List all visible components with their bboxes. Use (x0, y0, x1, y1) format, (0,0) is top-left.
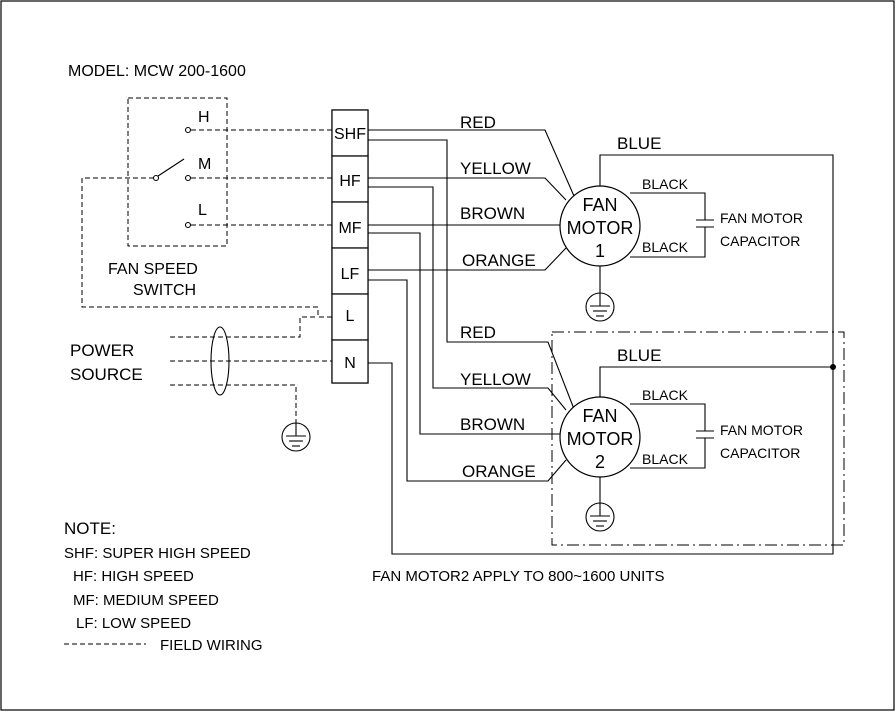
motor2-apply-note: FAN MOTOR2 APPLY TO 800~1600 UNITS (372, 568, 665, 585)
motor2-cap-label-line2: CAPACITOR (720, 445, 800, 461)
power-source-line2: SOURCE (70, 365, 143, 384)
terminal-block: SHF HF MF LF L N (331, 109, 369, 384)
motor1-wire-red: RED (460, 113, 496, 132)
motor2-wire-blue: BLUE (617, 346, 661, 365)
switch-contact-medium (184, 174, 192, 182)
terminal-l: L (346, 308, 355, 325)
motor1-wire-blue: BLUE (617, 134, 661, 153)
wire-junction (830, 364, 836, 370)
switch-title-line1: FAN SPEED (108, 261, 198, 278)
switch-blade (157, 158, 185, 177)
motor2-wire-brown: BROWN (460, 415, 525, 434)
switch-title-line2: SWITCH (133, 282, 196, 299)
ground-icon (585, 292, 615, 322)
switch-label-high: H (198, 109, 210, 126)
motor1-name-line2: MOTOR (567, 218, 634, 238)
fan-speed-switch: H M L (127, 97, 228, 247)
switch-label-low: L (198, 202, 207, 219)
switch-contact-high (184, 126, 192, 134)
terminal-n: N (344, 355, 356, 372)
note-item-lf: LF: LOW SPEED (76, 615, 191, 632)
switch-field-wiring (81, 129, 332, 318)
motor1-wiring (368, 129, 834, 545)
motor2-wire-orange: ORANGE (462, 462, 536, 481)
motor1-number: 1 (595, 241, 605, 261)
power-cable-bundle (210, 326, 230, 396)
note-item-mf: MF: MEDIUM SPEED (73, 592, 219, 609)
motor2-wire-red: RED (460, 323, 496, 342)
power-source-line1: POWER (70, 341, 134, 360)
motor1-cap-label-line1: FAN MOTOR (720, 210, 803, 226)
motor1-cap-wire-bottom: BLACK (642, 239, 689, 255)
terminal-lf: LF (341, 266, 360, 283)
motor2-optional-boundary (551, 331, 845, 546)
motor2-cap-wire-top: BLACK (642, 387, 689, 403)
terminal-mf: MF (338, 220, 361, 237)
motor1-name-line1: FAN (582, 195, 617, 215)
motor2-number: 2 (595, 452, 605, 472)
motor2-wire-yellow: YELLOW (460, 370, 531, 389)
terminal-shf: SHF (334, 126, 366, 143)
fan-motor-2: FAN MOTOR 2 (559, 396, 641, 478)
motor2-name-line1: FAN (582, 406, 617, 426)
ground-icon (585, 502, 615, 532)
motor1-wire-brown: BROWN (460, 204, 525, 223)
note-item-shf: SHF: SUPER HIGH SPEED (64, 545, 251, 562)
motor1-wire-orange: ORANGE (462, 251, 536, 270)
switch-label-medium: M (198, 156, 211, 173)
fan-motor-1: FAN MOTOR 1 (559, 185, 641, 267)
motor2-cap-label-line1: FAN MOTOR (720, 422, 803, 438)
motor2-name-line2: MOTOR (567, 429, 634, 449)
motor2-wiring (368, 139, 836, 555)
note-section: NOTE: SHF: SUPER HIGH SPEED HF: HIGH SPE… (64, 519, 263, 654)
field-wiring-legend-label: FIELD WIRING (160, 637, 263, 654)
motor1-cap-label-line2: CAPACITOR (720, 233, 800, 249)
note-item-hf: HF: HIGH SPEED (73, 568, 194, 585)
model-label: MODEL: MCW 200-1600 (68, 63, 246, 80)
motor1-cap-wire-top: BLACK (642, 176, 689, 192)
motor2-cap-wire-bottom: BLACK (642, 451, 689, 467)
switch-boundary (127, 97, 228, 247)
note-title: NOTE: (64, 519, 116, 538)
switch-contact-low (184, 221, 192, 229)
power-source-wiring (170, 316, 332, 422)
motor1-wire-yellow: YELLOW (460, 159, 531, 178)
ground-icon (281, 422, 311, 452)
switch-pivot (152, 174, 160, 182)
terminal-hf: HF (339, 173, 361, 190)
